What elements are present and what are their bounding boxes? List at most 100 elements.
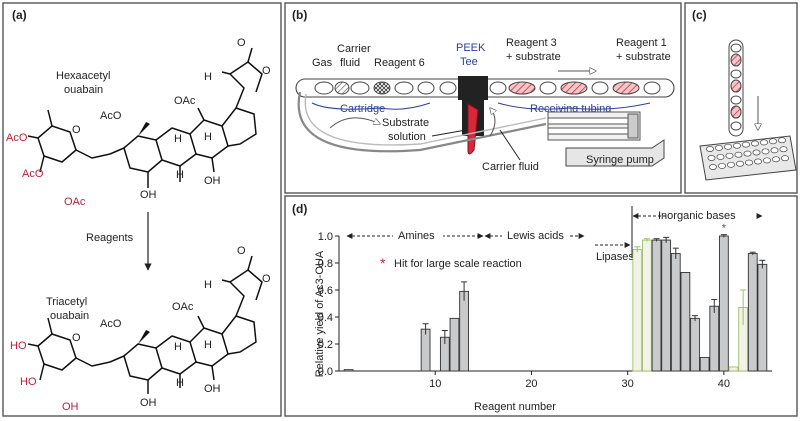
x-tick-label: 30 [622,378,634,390]
plate-well [752,149,761,156]
aco-label-top-1: AcO [6,132,28,144]
return-tubing-outer [297,91,547,153]
plate-wells [706,137,789,170]
panel-c-label: (c) [692,8,707,22]
y-tick-label: 1.0 [318,231,333,243]
carrier-fluid-top-line1: Carrier [337,43,371,55]
panel-c: (c) [684,2,798,194]
chart-ylabel: Relative yield of Ac3-OUA [314,250,326,377]
plate-well [743,150,752,157]
panel-c-frame [684,2,798,194]
plate-well [709,164,717,170]
syringe-pump-label: Syringe pump [586,154,654,166]
plate-well [706,146,714,152]
y-tick-label: 0.6 [318,285,333,297]
oh-label-bottom-red: OH [62,401,79,413]
reagent1-label-line1: Reagent 1 [616,37,667,49]
reagent6-label: Reagent 6 [374,57,425,69]
oac-label-top-1: OAc [64,196,86,208]
o-label-bottom-1: O [237,245,246,257]
group-amines-label: Amines [398,230,435,242]
bar-reagent-32 [642,239,652,372]
plate-well [770,147,779,154]
plate-well [736,160,744,167]
x-tick-label: 10 [429,378,441,390]
oh-label-top-2: OH [204,175,221,187]
panel-b-label: (b) [292,8,307,22]
plate-well [754,158,762,165]
tubing-plugs [314,81,661,95]
plate-well [724,143,732,150]
x-tick-label: 40 [718,378,730,390]
plate-well [779,146,788,153]
plate-well [733,142,741,149]
y-tick-label: 0.4 [318,312,333,324]
vertical-tube-plugs [730,43,742,131]
plate-well [742,141,750,148]
hexaacetyl-name-line2: ouabain [64,84,103,96]
bar-reagent-38 [699,357,710,372]
peek-label-line2: Tee [460,56,478,68]
triacetyl-name-line2: ouabain [50,310,89,322]
oac-label-top-2: OAc [174,95,196,107]
panel-a-label: (a) [12,8,27,22]
bar-reagent-12 [449,317,460,372]
reagent3-label-line2: + substrate [506,51,561,63]
h-label-top-4: H [174,133,182,145]
peek-label-line1: PEEK [456,42,486,54]
bar-reagent-33 [651,239,662,372]
oh-label-bottom-1: OH [140,397,157,409]
cartridge-label: Cartridge [340,103,385,115]
h-label-bottom-2: H [176,377,184,389]
carrier-fluid-bottom-label: Carrier fluid [482,161,539,173]
panel-d-label: (d) [292,202,307,216]
plate-well [769,138,777,145]
panel-d: (d) Inorganic bases Amines Lewis acids L… [284,195,798,417]
bar-reagent-34 [661,239,672,372]
panel-d-frame [284,195,798,417]
x-tick-label: 20 [525,378,537,390]
well-plate [699,135,797,181]
y-tick-label: 0.2 [318,339,333,351]
ho-label-bottom-2: HO [20,376,37,388]
plate-well [763,157,771,164]
oac-label-bottom: OAc [172,301,194,313]
h-label-bottom-3: H [204,339,212,351]
bar-reagent-13 [459,290,469,372]
panel-b-frame [284,2,682,194]
plate-well [778,137,786,144]
plate-well [707,155,716,161]
reagent3-label-line1: Reagent 3 [506,37,557,49]
o-label-bottom-3: O [72,332,81,344]
bar-reagent-40 [719,235,729,372]
bar-reagent-31 [632,249,643,372]
o-label-top-3: O [72,124,81,136]
chart-bars: * [343,223,768,372]
peek-tee [458,76,488,100]
o-label-top-1: O [237,37,246,49]
h-label-top-1: H [204,71,212,83]
h-label-bottom-1: H [204,279,212,291]
triacetyl-ouabain-structure [27,255,263,394]
aco-label-top-3: AcO [100,110,122,122]
legend-hit-text: Hit for large scale reaction [394,258,522,270]
plate-well [781,155,789,162]
bar-reagent-1 [343,369,354,372]
plate-well [760,139,768,146]
substrate-solution-line1: Substrate [382,117,429,129]
plate-well [718,162,726,169]
syringe-pump [547,111,665,167]
legend-hit-marker: * [380,255,386,271]
gas-label: Gas [312,57,333,69]
reagent1-label-line2: + substrate [616,51,671,63]
triacetyl-name-line1: Triacetyl [46,296,87,308]
panel-b: (b) Gas Carrier fluid Reagent 6 PEEK Tee… [284,2,682,194]
bar-reagent-39 [709,305,720,372]
bar-reagent-44 [757,263,768,372]
hit-marker: * [722,223,727,235]
hexaacetyl-ouabain-structure [27,47,263,188]
o-label-bottom-2: O [262,273,271,285]
plate-well [751,140,759,147]
plate-well [716,153,725,160]
